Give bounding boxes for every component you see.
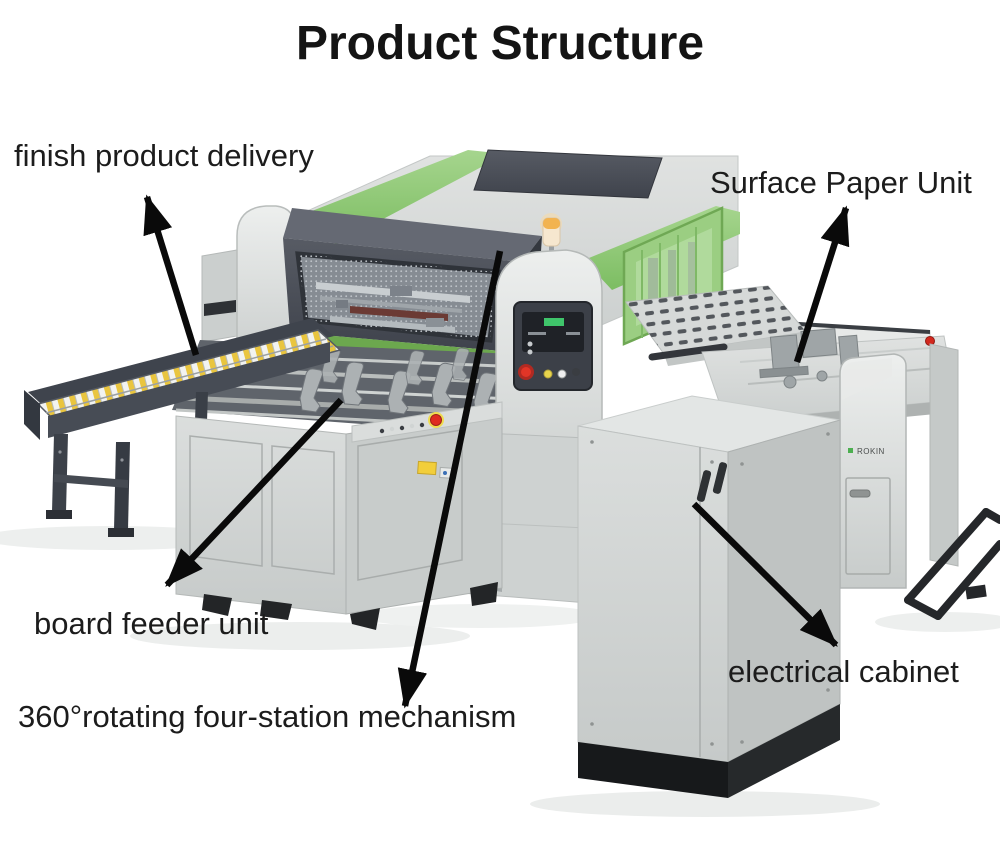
label-electrical-cabinet: electrical cabinet xyxy=(728,654,959,689)
arrow-finish-product-delivery xyxy=(143,194,200,356)
label-board-feeder-unit: board feeder unit xyxy=(34,606,269,641)
brand-logo-dot xyxy=(848,448,853,453)
cabinet-door-handle xyxy=(696,470,712,502)
arrow-rotating-mechanism xyxy=(397,250,504,709)
annotation-arrows xyxy=(143,194,850,709)
arrow-board-feeder-unit xyxy=(164,397,344,588)
page-title: Product Structure xyxy=(295,17,705,70)
arrow-electrical-cabinet xyxy=(691,501,839,648)
arrow-surface-paper-unit xyxy=(793,205,850,363)
label-finish-product-delivery: finish product delivery xyxy=(14,138,314,173)
cabinet-door-handle xyxy=(712,462,728,494)
hood-window xyxy=(295,251,501,343)
feeder-feet xyxy=(202,582,498,630)
conveyor-legs xyxy=(46,434,134,537)
delivery-conveyor xyxy=(24,318,342,537)
label-rotating-mechanism: 360°rotating four-station mechanism xyxy=(18,699,517,734)
signal-light-pole xyxy=(549,242,554,258)
label-surface-paper-unit: Surface Paper Unit xyxy=(710,165,972,200)
warning-sticker xyxy=(417,460,437,476)
cabinet-base-plinth xyxy=(578,742,728,798)
brand-tower: ROKIN xyxy=(839,353,907,589)
top-cover-slab xyxy=(473,149,663,199)
tower-door xyxy=(845,477,891,575)
cover-handle xyxy=(648,343,728,361)
electrical-cabinet-body xyxy=(577,395,841,798)
brand-text: ROKIN xyxy=(857,447,885,456)
floor-transfer-rail xyxy=(904,508,1000,620)
exit-chute-slot xyxy=(204,300,236,316)
hmi-screen xyxy=(522,312,584,352)
board-feeder-cabinet xyxy=(175,401,503,630)
